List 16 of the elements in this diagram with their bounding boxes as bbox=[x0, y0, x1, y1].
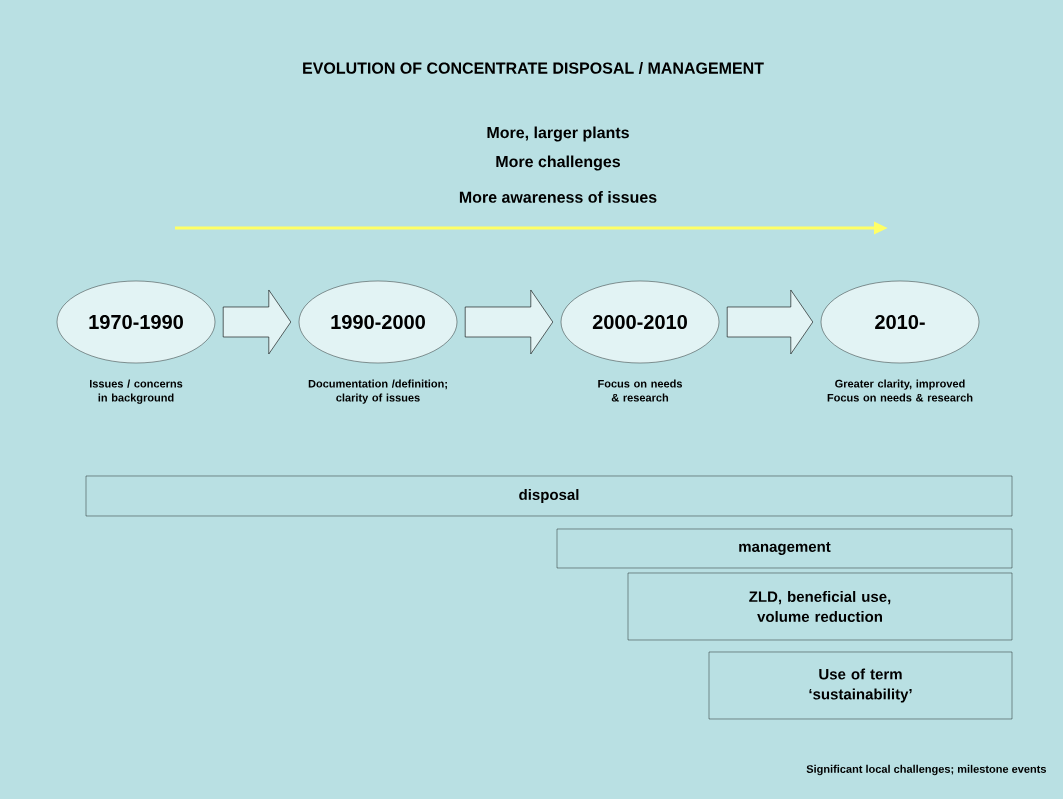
block-arrow bbox=[222, 289, 292, 355]
description-text: Greater clarity, improved Focus on needs & research bbox=[827, 379, 973, 402]
description-text: Documentation /definition; clarity of issues bbox=[308, 379, 447, 404]
description-text: Issues / concerns in background bbox=[89, 379, 183, 404]
phase-bar: ZLD, beneficial use, volume reduction bbox=[627, 572, 1013, 641]
description-text: Focus on needs & research bbox=[598, 379, 683, 402]
note-text: Significant local challenges; milestone events bbox=[806, 764, 1046, 776]
phase-bar: management bbox=[556, 528, 1013, 569]
heading-text: More awareness of issues bbox=[459, 191, 657, 203]
heading-text: More challenges bbox=[496, 155, 620, 171]
phase-bar: disposal bbox=[85, 475, 1013, 517]
title: EVOLUTION OF CONCENTRATE DISPOSAL / MANAGEMENT bbox=[303, 62, 764, 74]
heading-text: More, larger plants bbox=[487, 126, 629, 142]
block-arrow bbox=[726, 289, 814, 355]
phase-bar: Use of term ‘sustainability’ bbox=[708, 651, 1013, 720]
block-arrow bbox=[464, 289, 554, 355]
